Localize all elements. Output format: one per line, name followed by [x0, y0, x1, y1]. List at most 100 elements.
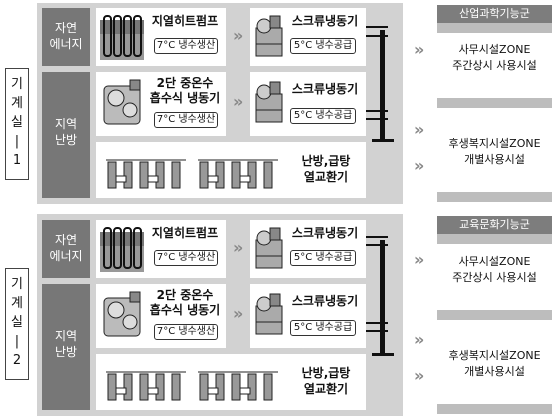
machine-room-1: 기 계 실 | 1 자연 에너지 지역 난방 지열히트펌프 7°C 냉수생산: [5, 3, 552, 204]
zone-divider: [437, 23, 552, 33]
zone-office: 사무시설ZONE 주간상시 사용시설: [437, 42, 552, 74]
room-char: |: [14, 134, 20, 149]
absorption-chiller-icon: [100, 290, 146, 342]
zone-divider: [437, 98, 552, 108]
screw-chiller-box: 스크류냉동기 5°C 냉수공급: [250, 8, 366, 66]
zone-group-header: 산업과학기능군: [437, 5, 552, 23]
geothermal-pipes-icon: [100, 226, 144, 272]
zone-divider: [437, 234, 552, 244]
geothermal-heat-pump-box: 지열히트펌프 7°C 냉수생산: [96, 220, 226, 278]
label-line: 에너지: [49, 37, 83, 51]
screw-chiller-box: 스크류냉동기 5°C 냉수공급: [250, 72, 366, 136]
label-line: 자연: [54, 233, 78, 247]
heat-exchanger-name-line2: 열교환기: [303, 382, 349, 396]
zone-divider: [437, 192, 552, 202]
natural-energy-label: 자연 에너지: [42, 220, 90, 278]
zone-office-line1: 사무시설ZONE: [458, 255, 531, 268]
absorption-name-line1: 2단 중온수: [156, 288, 214, 302]
connector-line: [366, 110, 388, 112]
absorption-chiller-box: 2단 중온수 흡수식 냉동기 7°C 냉수생산: [96, 284, 226, 348]
screw-chiller-box: 스크류냉동기 5°C 냉수공급: [250, 284, 366, 348]
screw-chiller-name: 스크류냉동기: [291, 82, 359, 96]
absorption-name-line2: 흡수식 냉동기: [149, 91, 221, 105]
heat-exchanger-icon: [102, 362, 282, 404]
room-char: 계: [11, 96, 23, 111]
zone-welfare-line2: 개별사용시설: [464, 365, 525, 378]
label-line: 지역: [54, 117, 78, 131]
zone-group-header: 교육문화기능군: [437, 216, 552, 234]
zone-office-line2: 주간상시 사용시설: [452, 271, 537, 284]
zone-welfare-line1: 후생복지시설ZONE: [448, 137, 541, 150]
geothermal-name: 지열히트펌프: [151, 226, 219, 240]
geothermal-tag: 7°C 냉수생산: [154, 38, 218, 54]
heat-exchanger-box: 난방,급탕 열교환기: [96, 354, 366, 410]
chevron-right-icon: »: [414, 250, 425, 269]
chevron-right-icon: »: [414, 330, 425, 349]
chevron-right-icon: »: [414, 120, 425, 139]
chevron-right-icon: »: [233, 238, 244, 257]
machine-room-2: 기 계 실 | 2 자연 에너지 지역 난방 지열히트펌프 7°C 냉수생산 »: [0, 212, 557, 420]
screw-chiller-icon: [254, 226, 286, 272]
zone-office: 사무시설ZONE 주간상시 사용시설: [437, 254, 552, 286]
connector-line: [366, 35, 388, 37]
zone-divider: [437, 310, 552, 320]
supply-header-bar: [380, 30, 385, 142]
label-line: 난방: [54, 133, 78, 147]
label-line: 지역: [54, 329, 78, 343]
supply-header-cap: [372, 139, 394, 142]
room-char: 2: [12, 353, 22, 368]
connector-line: [366, 322, 388, 324]
geothermal-tag: 7°C 냉수생산: [154, 250, 218, 266]
heat-exchanger-icon: [102, 150, 282, 192]
label-line: 에너지: [49, 249, 83, 263]
zone-office-line2: 주간상시 사용시설: [452, 59, 537, 72]
absorption-chiller-icon: [100, 78, 146, 130]
heat-exchanger-box: 난방,급탕 열교환기: [96, 142, 366, 198]
machine-room-1-label: 기 계 실 | 1: [5, 68, 29, 180]
connector-line: [366, 26, 388, 28]
absorption-tag: 7°C 냉수생산: [154, 112, 218, 128]
absorption-name-line1: 2단 중온수: [156, 76, 214, 90]
absorption-name-line2: 흡수식 냉동기: [149, 303, 221, 317]
heat-exchanger-name-line1: 난방,급탕: [301, 154, 351, 168]
screw-chiller-tag: 5°C 냉수공급: [290, 38, 356, 54]
room-char: 실: [11, 315, 23, 330]
connector-line: [366, 244, 388, 246]
label-line: 난방: [54, 345, 78, 359]
zone-welfare: 후생복지시설ZONE 개별사용시설: [437, 136, 552, 168]
chevron-right-icon: »: [414, 40, 425, 59]
supply-header-cap: [372, 353, 394, 356]
connector-line: [366, 330, 388, 332]
zone-welfare-line1: 후생복지시설ZONE: [448, 349, 541, 362]
label-line: 자연: [54, 21, 78, 35]
chevron-right-icon: »: [233, 26, 244, 45]
heat-exchanger-name-line1: 난방,급탕: [301, 366, 351, 380]
chevron-right-icon: »: [233, 92, 244, 111]
absorption-tag: 7°C 냉수생산: [154, 324, 218, 340]
chevron-right-icon: »: [414, 366, 425, 385]
zone-welfare-line2: 개별사용시설: [464, 153, 525, 166]
geothermal-pipes-icon: [100, 14, 144, 60]
connector-line: [366, 236, 388, 238]
machine-room-2-label: 기 계 실 | 2: [5, 268, 29, 380]
chevron-right-icon: »: [414, 156, 425, 175]
room-char: 기: [11, 277, 23, 292]
geothermal-name: 지열히트펌프: [151, 14, 219, 28]
geothermal-heat-pump-box: 지열히트펌프 7°C 냉수생산: [96, 8, 226, 66]
room-char: 계: [11, 296, 23, 311]
screw-chiller-name: 스크류냉동기: [291, 14, 359, 28]
screw-chiller-icon: [254, 80, 286, 126]
connector-line: [366, 118, 388, 120]
zone-office-line1: 사무시설ZONE: [458, 43, 531, 56]
room-char: 실: [11, 115, 23, 130]
district-heating-label: 지역 난방: [42, 284, 90, 410]
screw-chiller-tag: 5°C 냉수공급: [290, 250, 356, 266]
screw-chiller-icon: [254, 292, 286, 338]
screw-chiller-box: 스크류냉동기 5°C 냉수공급: [250, 220, 366, 278]
zone-welfare: 후생복지시설ZONE 개별사용시설: [437, 348, 552, 380]
screw-chiller-name: 스크류냉동기: [291, 226, 359, 240]
district-heating-label: 지역 난방: [42, 72, 90, 198]
screw-chiller-icon: [254, 14, 286, 60]
zone-divider: [437, 404, 552, 414]
screw-chiller-name: 스크류냉동기: [291, 294, 359, 308]
